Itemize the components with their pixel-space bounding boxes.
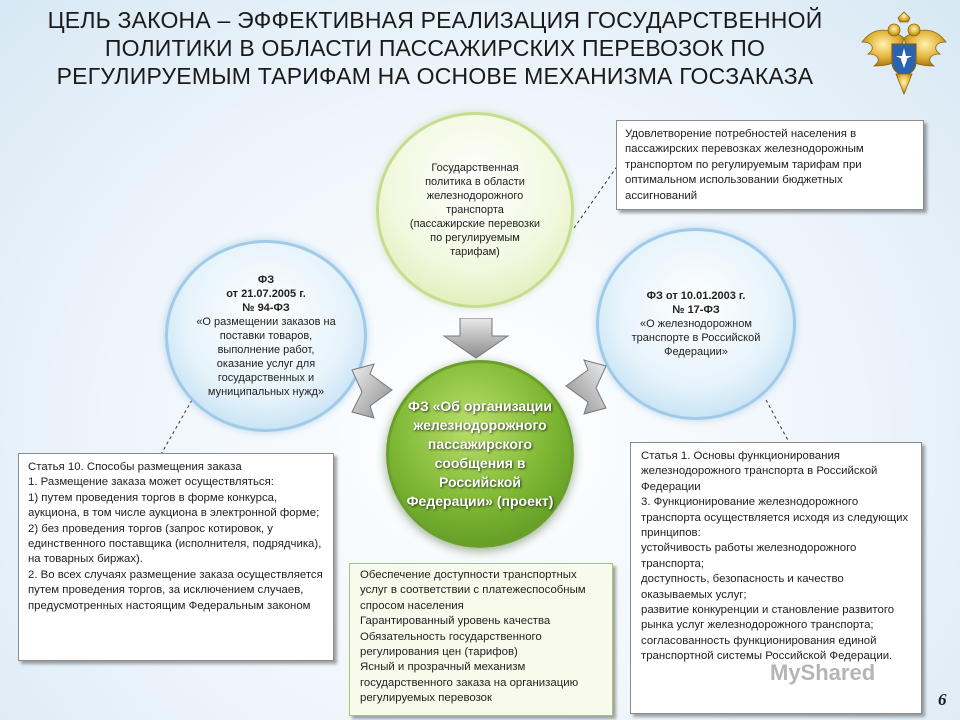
- goal-text: Удовлетворение потребностей населения в …: [625, 128, 864, 202]
- draft-law-circle: ФЗ «Об организации железнодорожного пасс…: [386, 360, 574, 548]
- connector-left: [159, 399, 193, 457]
- principles-box: Обеспечение доступности транспортных усл…: [349, 563, 613, 716]
- watermark: MyShared: [770, 660, 876, 685]
- state-policy-circle: Государственная политика в области желез…: [376, 112, 574, 308]
- article-1-line: 3. Функционирование железнодорожного тра…: [641, 496, 909, 540]
- principle-item: Гарантированный уровень качества: [360, 615, 551, 628]
- article-10-line: 1) путем проведения торгов в форме конку…: [28, 491, 320, 520]
- chevron-arrow-icon: [565, 359, 607, 415]
- page-number: 6: [938, 690, 947, 709]
- page-title: ЦЕЛЬ ЗАКОНА – ЭФФЕКТИВНАЯ РЕАЛИЗАЦИЯ ГОС…: [47, 7, 823, 89]
- connector-right: [765, 399, 791, 445]
- article-10-line: Статья 10. Способы размещения заказа: [28, 461, 242, 473]
- article-1-box: Статья 1. Основы функционирования железн…: [630, 442, 922, 714]
- law-94fz-number: № 94-ФЗ: [242, 302, 290, 314]
- article-1-line: Статья 1. Основы функционирования железн…: [641, 450, 878, 493]
- law-17fz-circle: ФЗ от 10.01.2003 г. № 17-ФЗ «О железнодо…: [596, 228, 796, 420]
- law-94fz-date: от 21.07.2005 г.: [226, 288, 306, 300]
- law-94fz-title: «О размещении заказов на поставки товаро…: [196, 316, 336, 398]
- state-policy-text: Государственная политика в области желез…: [409, 162, 541, 258]
- article-10-line: 2. Во всех случаях размещение заказа осу…: [28, 568, 323, 612]
- article-1-line: согласованность функционирования единой …: [641, 634, 893, 663]
- principle-item: Обязательность государственного регулиро…: [360, 630, 542, 659]
- connector-top-right: [573, 164, 619, 229]
- law-17fz-title: «О железнодорожном транспорте в Российск…: [631, 318, 761, 358]
- article-1-line: доступность, безопасность и качество ока…: [641, 573, 844, 601]
- double-headed-eagle-emblem-icon: [861, 11, 947, 96]
- article-10-box: Статья 10. Способы размещения заказа 1. …: [18, 453, 334, 661]
- chevron-arrow-icon: [351, 363, 393, 419]
- article-10-line: 2) без проведения торгов (запрос котиров…: [28, 522, 322, 566]
- principle-item: Ясный и прозрачный механизм государствен…: [360, 661, 579, 705]
- article-10-line: 1. Размещение заказа может осуществлятьс…: [28, 476, 274, 489]
- article-1-line: развитие конкуренции и становление разви…: [641, 604, 895, 632]
- law-94fz-type: ФЗ: [257, 274, 275, 286]
- article-1-line: устойчивость работы железнодорожного тра…: [641, 542, 857, 570]
- law-17fz-number: № 17-ФЗ: [672, 304, 720, 316]
- goal-box: Удовлетворение потребностей населения в …: [616, 120, 924, 210]
- law-94fz-circle: ФЗ от 21.07.2005 г. № 94-ФЗ «О размещени…: [165, 240, 367, 432]
- principle-item: Обеспечение доступности транспортных усл…: [360, 569, 586, 612]
- chevron-arrow-icon: [442, 318, 510, 359]
- draft-law-text: ФЗ «Об организации железнодорожного пасс…: [406, 398, 554, 509]
- law-17fz-date: ФЗ от 10.01.2003 г.: [646, 290, 746, 302]
